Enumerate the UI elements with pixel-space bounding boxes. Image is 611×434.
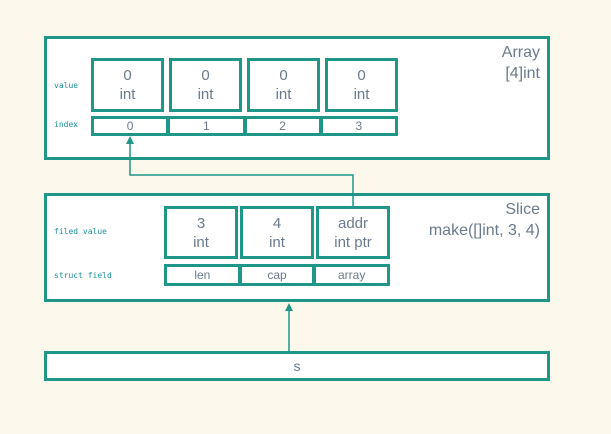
variable-s-box: s: [44, 351, 550, 381]
slice-len-cell: 3 int: [164, 206, 238, 259]
cell-type: int: [193, 233, 209, 251]
cell-value: 0: [279, 67, 288, 84]
slice-box: Slice make([]int, 3, 4) filed value 3 in…: [44, 193, 550, 302]
cell-value: 0: [357, 67, 366, 84]
array-value-cell: 0 int: [247, 58, 320, 112]
cell-type: int: [119, 86, 136, 103]
array-value-cell: 0 int: [91, 58, 164, 112]
slice-title-line: Slice: [505, 201, 540, 218]
cell-type: int: [353, 86, 370, 103]
array-index-cell: 3: [322, 119, 395, 133]
array-box: Array [4]int value 0 int 0 int 0 int 0 i…: [44, 36, 550, 160]
slice-title: Slice make([]int, 3, 4): [429, 199, 540, 241]
field-value-row-label: filed value: [54, 227, 107, 236]
cell-value: 3: [196, 214, 206, 232]
cell-value: 4: [272, 214, 282, 232]
array-index-cell: 2: [246, 119, 319, 133]
value-row-label: value: [54, 81, 79, 90]
s-to-slice-arrow: [285, 303, 293, 352]
array-value-cell: 0 int: [169, 58, 242, 112]
slice-field-cell: array: [316, 267, 388, 283]
cell-type: int: [269, 233, 285, 251]
array-value-cell: 0 int: [325, 58, 398, 112]
arrowhead-up-icon: [285, 303, 293, 311]
slice-subtitle-line: make([]int, 3, 4): [428, 222, 540, 239]
array-value-row: 0 int 0 int 0 int 0 int: [91, 58, 398, 112]
slice-field-cell: len: [167, 267, 238, 283]
slice-array-pointer-cell: addr int ptr: [316, 206, 390, 259]
slice-cap-cell: 4 int: [240, 206, 314, 259]
cell-type: int: [197, 86, 214, 103]
array-index-cell: 0: [94, 119, 167, 133]
array-subtitle-line: [4]int: [505, 65, 540, 82]
array-index-row: 0 1 2 3: [91, 116, 398, 136]
cell-type: int: [275, 86, 292, 103]
cell-value: 0: [201, 67, 210, 84]
cell-type: int ptr: [334, 233, 372, 251]
index-row-label: index: [54, 120, 79, 129]
array-title: Array [4]int: [502, 42, 540, 84]
slice-value-row: 3 int 4 int addr int ptr: [164, 206, 390, 259]
cell-value: 0: [123, 67, 132, 84]
slice-field-cell: cap: [241, 267, 313, 283]
array-title-line: Array: [501, 44, 540, 61]
struct-field-row-label: struct field: [54, 271, 112, 280]
array-index-cell: 1: [170, 119, 243, 133]
cell-value: addr: [337, 214, 369, 232]
slice-field-row: len cap array: [164, 264, 390, 286]
variable-s-label: s: [293, 358, 301, 374]
